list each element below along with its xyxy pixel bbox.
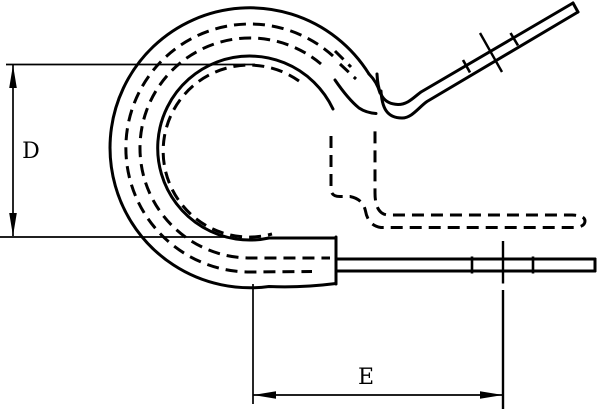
e-arrowhead-left <box>253 391 276 399</box>
upper-strap-inner-line <box>375 1 575 106</box>
dimension-e: E <box>252 284 503 404</box>
rubber-inner-dashed-arc <box>138 36 330 260</box>
lower-strap <box>334 241 597 409</box>
d-arrowhead-top <box>9 65 17 88</box>
hidden-band-in-rubber-2 <box>338 62 358 81</box>
open-position-outline <box>329 128 587 229</box>
upper-hole-edge-tick-1 <box>461 59 472 74</box>
band-transition-edge <box>333 78 378 115</box>
dimension-e-label: E <box>358 365 374 390</box>
dimension-d: D <box>0 63 255 238</box>
rubber-bore-dashed-circle <box>161 63 300 239</box>
d-arrowhead-bottom <box>9 213 17 236</box>
dimension-d-label: D <box>22 139 40 164</box>
upper-hole-edge-tick-2 <box>509 32 520 47</box>
upper-strap-end-cap <box>571 1 580 14</box>
ring-inner-edge <box>156 54 338 242</box>
e-arrowhead-right <box>480 391 503 399</box>
clamp-ring <box>108 6 382 290</box>
upper-hole-centerline <box>478 32 504 73</box>
ring-outer-edge <box>108 6 371 290</box>
upper-strap-outer-line <box>379 10 580 120</box>
upper-strap <box>375 1 580 120</box>
rubber-liner-hidden-edges <box>124 22 358 274</box>
hidden-band-in-rubber-1 <box>333 49 353 69</box>
